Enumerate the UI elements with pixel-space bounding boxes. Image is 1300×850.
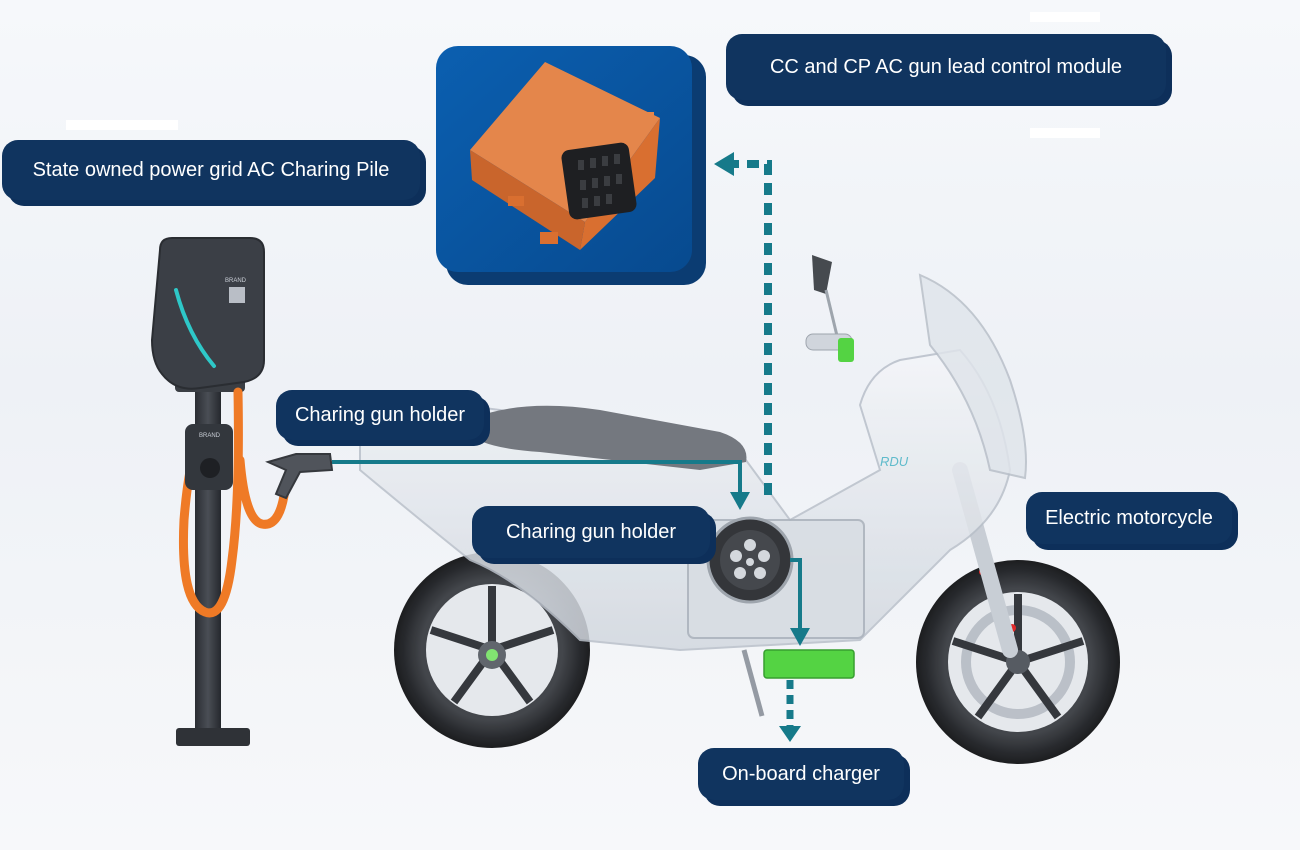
module-front-face: [470, 150, 585, 250]
motorcycle-seat: [468, 405, 747, 470]
pile-head-unit: [150, 237, 265, 390]
module-connector: [561, 142, 637, 220]
module-mount-tab-right: [640, 112, 654, 122]
charger-flow-arrowhead: [779, 726, 801, 742]
label-grid-pile: State owned power grid AC Charing Pile: [2, 140, 426, 206]
label-gun-holder-bottom: Charing gun holder: [472, 506, 716, 564]
port-to-charger-arrowhead: [790, 628, 810, 646]
label-motorcycle-text: Electric motorcycle: [1045, 506, 1213, 529]
control-module-panel: [436, 46, 706, 285]
mirror-stem: [824, 289, 840, 341]
label-gun-holder-top: Charing gun holder: [276, 390, 490, 446]
pile-gun-holder: [185, 424, 233, 490]
charging-cable-loop: [235, 455, 291, 529]
kickstand: [741, 649, 765, 717]
label-gun-holder-bottom-text: Charing gun holder: [505, 520, 677, 543]
pile-holder-socket: [200, 458, 220, 478]
label-onboard-charger: On-board charger: [698, 748, 910, 806]
rear-mirror: [812, 255, 832, 294]
decor-strip: [1030, 12, 1100, 22]
charging-pile: BRAND BRAND: [150, 237, 334, 746]
charge-port-pins: [730, 539, 770, 579]
pile-base: [176, 728, 250, 746]
label-control-module: CC and CP AC gun lead control module: [726, 34, 1172, 106]
signal-flow-arrowhead: [714, 152, 734, 176]
gun-flow-line: [332, 460, 742, 495]
windshield: [918, 273, 1027, 480]
pile-logo: BRAND: [225, 278, 247, 284]
label-control-module-text: CC and CP AC gun lead control module: [769, 55, 1123, 78]
rear-hub-cap: [486, 649, 498, 661]
handlebar-switch: [838, 338, 854, 362]
signal-flow-dashed: [732, 160, 772, 495]
decor-strip: [66, 120, 178, 130]
port-to-charger-line: [790, 558, 802, 630]
charging-gun: [265, 453, 334, 500]
flow-lines: [332, 152, 810, 742]
pile-led-strip: [174, 288, 216, 368]
charging-cable: [179, 387, 243, 618]
label-grid-pile-text: State owned power grid AC Charing Pile: [32, 158, 390, 181]
module-mount-tab-left: [508, 196, 524, 206]
handle-logo: BRAND: [199, 433, 221, 439]
module-connector-pins: [578, 154, 622, 208]
fairing-logo: RDU: [880, 454, 909, 469]
module-mount-tab: [540, 232, 558, 244]
onboard-charger-unit: [763, 649, 855, 679]
gun-flow-arrowhead: [730, 492, 750, 510]
pile-qr-code: [229, 287, 245, 303]
label-gun-holder-top-text: Charing gun holder: [294, 403, 466, 426]
label-onboard-charger-text: On-board charger: [722, 762, 880, 785]
decor-strip: [1030, 128, 1100, 138]
label-motorcycle: Electric motorcycle: [1026, 492, 1238, 550]
electric-motorcycle: RDU: [359, 255, 1120, 764]
